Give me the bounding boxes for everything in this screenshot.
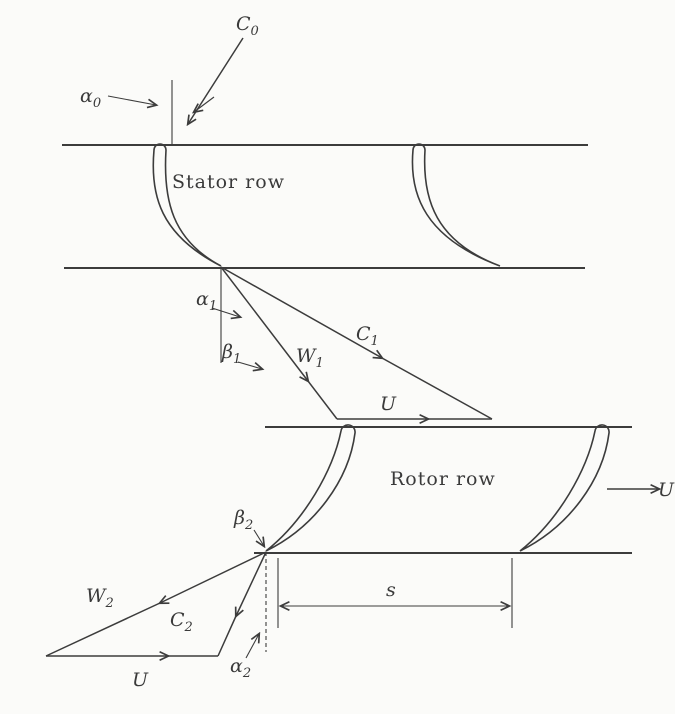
c0-vector (188, 37, 244, 124)
u1-label: U (380, 393, 397, 415)
alpha2-label: α2 (230, 655, 251, 681)
stator-blade-2 (411, 143, 501, 267)
w2-label: W2 (86, 585, 114, 611)
rotor-u-label: U (658, 479, 675, 501)
beta1-label: β1 (221, 341, 241, 367)
rotor-blade-1 (265, 424, 356, 552)
alpha0-label: α0 (80, 85, 101, 111)
stator-exit-velocity-triangle: α1 β1 W1 C1 U (196, 266, 493, 420)
alpha0-angle-tick-arrow (194, 96, 215, 112)
rotor-section: Rotor row U (254, 424, 675, 554)
rotor-row-label: Rotor row (390, 468, 496, 490)
alpha1-leader-arrow (211, 307, 240, 317)
beta2-leader-arrow (253, 529, 264, 546)
c0-label: C0 (236, 13, 259, 39)
u2-label: U (132, 669, 149, 691)
stator-row-label: Stator row (172, 171, 285, 193)
rotor-exit-velocity-triangle: β2 W2 C2 α2 U (45, 507, 267, 691)
w2-vector (45, 551, 267, 657)
alpha0-leader-arrow (107, 95, 156, 105)
w1-vector (220, 266, 338, 420)
w1-label: W1 (296, 345, 324, 371)
c2-vector (217, 551, 267, 657)
alpha1-label: α1 (196, 288, 217, 314)
stator-blade-1 (152, 143, 222, 267)
rotor-blade-2 (519, 424, 610, 552)
alpha2-leader-arrow (245, 634, 259, 659)
c1-label: C1 (356, 323, 379, 349)
beta2-label: β2 (233, 507, 253, 533)
blade-spacing-dimension: s (277, 558, 513, 628)
spacing-label: s (386, 579, 396, 601)
c2-label: C2 (170, 609, 193, 635)
c1-vector (220, 266, 493, 420)
stator-section: C0 α0 Stator row (62, 13, 588, 269)
beta1-leader-arrow (237, 361, 262, 369)
